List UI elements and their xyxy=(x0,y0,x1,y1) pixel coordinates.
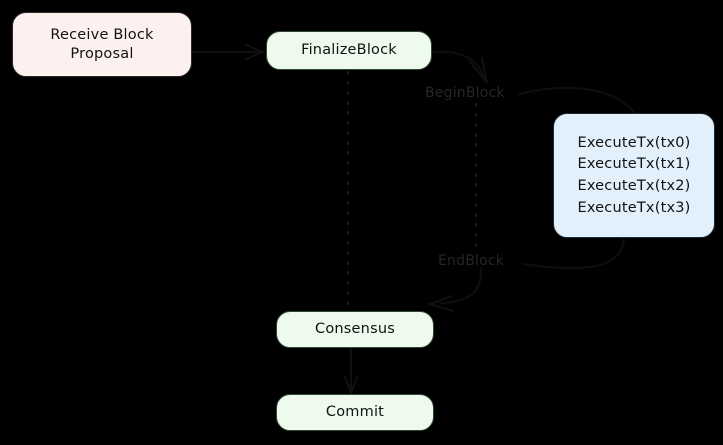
execute-tx-0: ExecuteTx(tx0) xyxy=(577,134,691,151)
arrowhead-finalize xyxy=(245,44,266,60)
arrowhead-consensus xyxy=(427,295,454,312)
node-execute-tx-list[interactable]: ExecuteTx(tx0) ExecuteTx(tx1) ExecuteTx(… xyxy=(553,113,715,238)
node-commit[interactable]: Commit xyxy=(276,394,434,431)
edge-label-begin-block: BeginBlock xyxy=(425,85,505,101)
edge-executetx-to-endblock xyxy=(522,237,626,270)
node-finalize-block[interactable]: FinalizeBlock xyxy=(266,31,432,70)
node-receive-block-proposal[interactable]: Receive Block Proposal xyxy=(12,12,192,77)
arrowhead-commit xyxy=(344,376,358,396)
execute-tx-3: ExecuteTx(tx3) xyxy=(577,199,691,216)
execute-tx-2: ExecuteTx(tx2) xyxy=(577,178,691,194)
arrowhead-beginblock xyxy=(469,57,488,84)
edge-endblock-to-consensus xyxy=(438,266,483,305)
edge-finalize-to-beginblock xyxy=(431,50,487,82)
edge-label-end-block: EndBlock xyxy=(438,253,505,269)
node-commit-label: Commit xyxy=(325,404,385,421)
node-receive-line-1: Receive Block xyxy=(50,26,154,43)
node-consensus[interactable]: Consensus xyxy=(276,311,434,348)
node-consensus-label: Consensus xyxy=(315,321,395,338)
execute-tx-1: ExecuteTx(tx1) xyxy=(577,156,691,173)
node-receive-line-2: Proposal xyxy=(70,45,134,62)
node-finalize-label: FinalizeBlock xyxy=(301,42,397,59)
edge-beginblock-to-executetx xyxy=(517,86,636,114)
